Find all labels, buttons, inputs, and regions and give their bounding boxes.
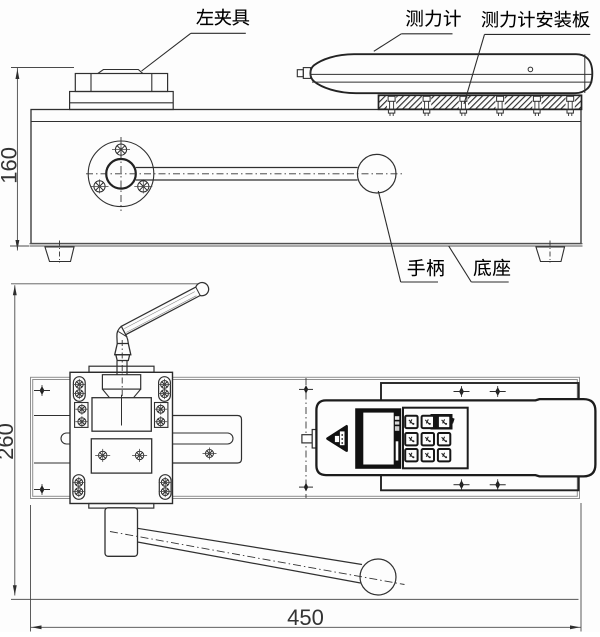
svg-text:260: 260 [0, 423, 18, 460]
svg-text:160: 160 [0, 147, 22, 184]
svg-text:450: 450 [287, 605, 324, 630]
